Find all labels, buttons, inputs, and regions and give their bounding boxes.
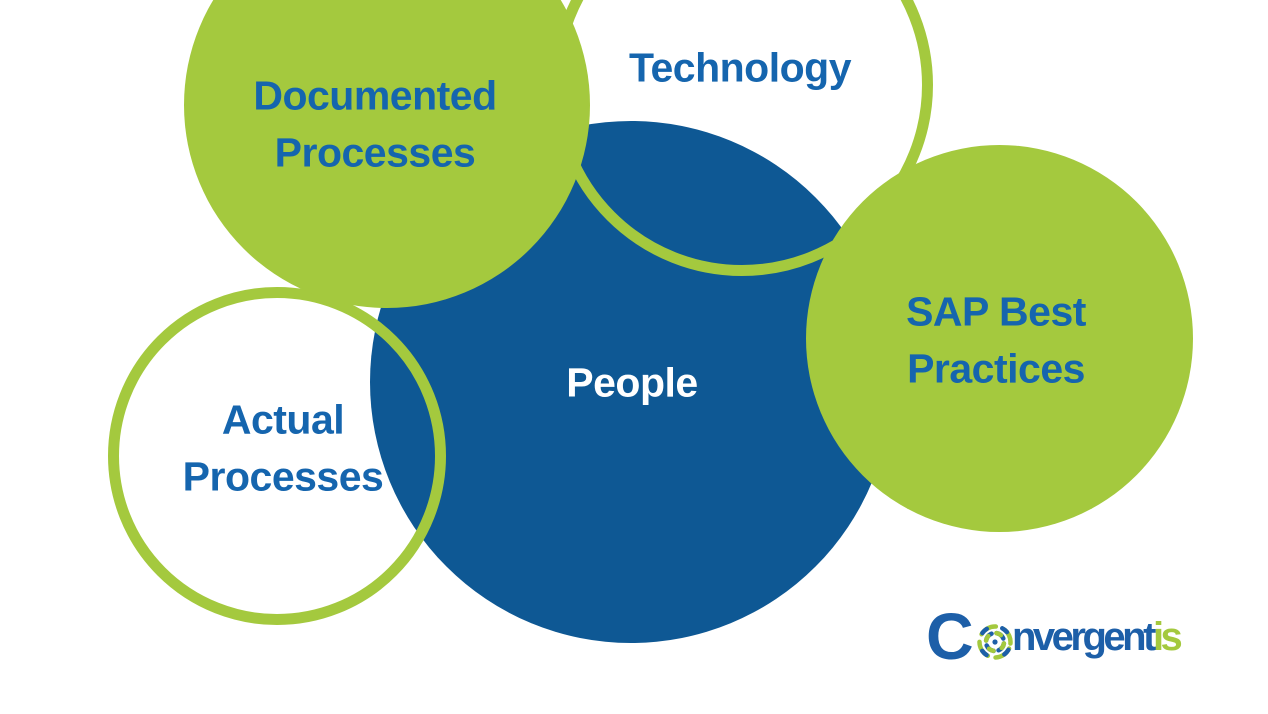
people-label-line1: People [566, 359, 698, 406]
documented-processes-label-line1: Documented [253, 72, 497, 119]
actual-processes-label-line1: Actual [221, 396, 345, 443]
actual-processes-label: Actual Processes [183, 391, 384, 504]
convergentis-logo: C nvergentis [926, 598, 1226, 683]
technology-label-line1: Technology [628, 44, 852, 91]
sap-best-practices-label-line2: Practices [907, 345, 1085, 391]
logo-text-blue: nvergent [1012, 615, 1156, 659]
documented-processes-label: Documented Processes [253, 67, 497, 180]
actual-processes-label-line2: Processes [182, 453, 384, 499]
technology-label: Technology [628, 40, 852, 97]
sap-best-practices-label-line1: SAP Best [906, 288, 1086, 335]
sap-best-practices-circle [806, 145, 1193, 532]
swirl-aperture-icon [977, 624, 1013, 660]
documented-processes-label-line2: Processes [274, 129, 476, 175]
people-label: People [566, 355, 698, 412]
logo-text: nvergentis [1012, 615, 1183, 659]
logo-text-green: is [1152, 615, 1183, 659]
actual-processes-circle-ring [108, 287, 446, 625]
logo-letter-c: C [926, 599, 974, 673]
sap-best-practices-label: SAP Best Practices [906, 283, 1086, 396]
